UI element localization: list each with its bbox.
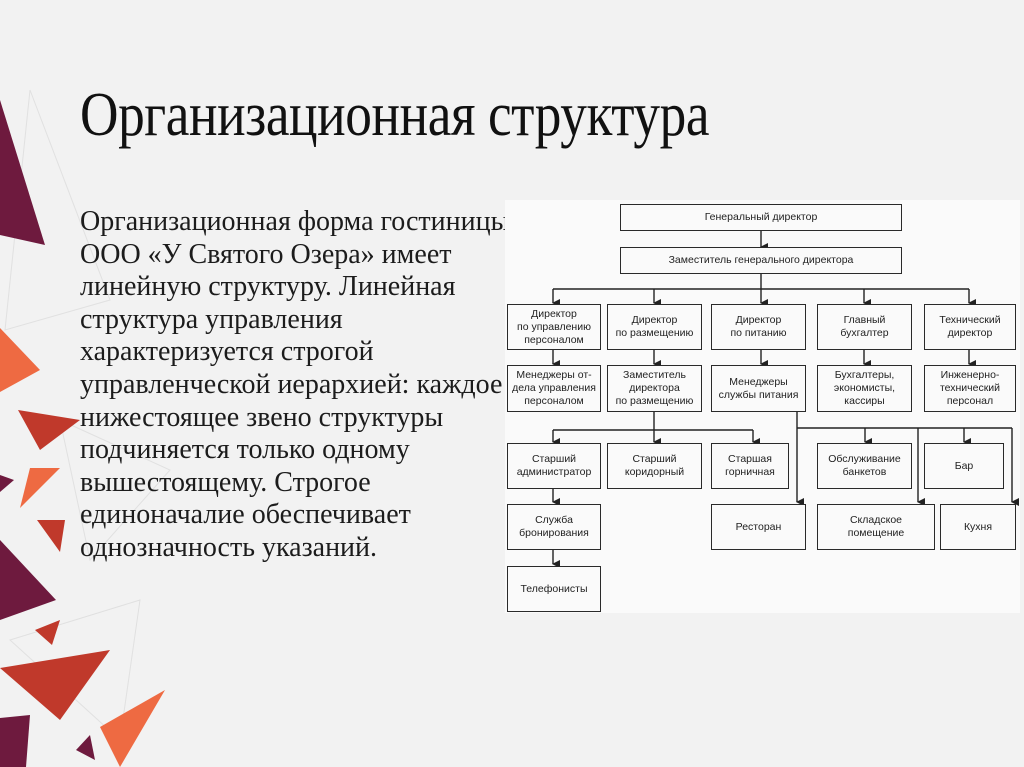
org-box-general-director: Генеральный директор bbox=[620, 204, 902, 231]
org-box-accountants: Бухгалтеры, экономисты, кассиры bbox=[817, 365, 912, 412]
slide-title: Организационная структура bbox=[80, 81, 710, 149]
org-chart: Генеральный директор Заместитель генерал… bbox=[505, 200, 1020, 613]
org-box-senior-bellman: Старший коридорный bbox=[607, 443, 702, 489]
org-box-deputy-accommodation: Заместитель директора по размещению bbox=[607, 365, 702, 412]
org-box-head-housekeeper: Старшая горничная bbox=[711, 443, 789, 489]
org-box-senior-administrator: Старший администратор bbox=[507, 443, 601, 489]
connector-lines bbox=[552, 231, 1019, 568]
org-box-bar: Бар bbox=[924, 443, 1004, 489]
org-box-restaurant: Ресторан bbox=[711, 504, 806, 550]
org-box-chief-accountant: Главный бухгалтер bbox=[817, 304, 912, 350]
org-box-technical-director: Технический директор bbox=[924, 304, 1016, 350]
org-box-food-managers: Менеджеры службы питания bbox=[711, 365, 806, 412]
org-box-engineering-staff: Инженерно- технический персонал bbox=[924, 365, 1016, 412]
slide-body-text: Организационная форма гостиницы ООО «У С… bbox=[80, 206, 510, 563]
org-box-deputy-general-director: Заместитель генерального директора bbox=[620, 247, 902, 274]
org-box-banquet-service: Обслуживание банкетов bbox=[817, 443, 912, 489]
org-box-telephone-operators: Телефонисты bbox=[507, 566, 601, 612]
org-box-kitchen: Кухня bbox=[940, 504, 1016, 550]
org-box-food-director: Директор по питанию bbox=[711, 304, 806, 350]
org-box-hr-director: Директор по управлению персоналом bbox=[507, 304, 601, 350]
org-box-storage: Складское помещение bbox=[817, 504, 935, 550]
org-box-reservations: Служба бронирования bbox=[507, 504, 601, 550]
org-box-hr-managers: Менеджеры от- дела управления персоналом bbox=[507, 365, 601, 412]
org-box-accommodation-director: Директор по размещению bbox=[607, 304, 702, 350]
